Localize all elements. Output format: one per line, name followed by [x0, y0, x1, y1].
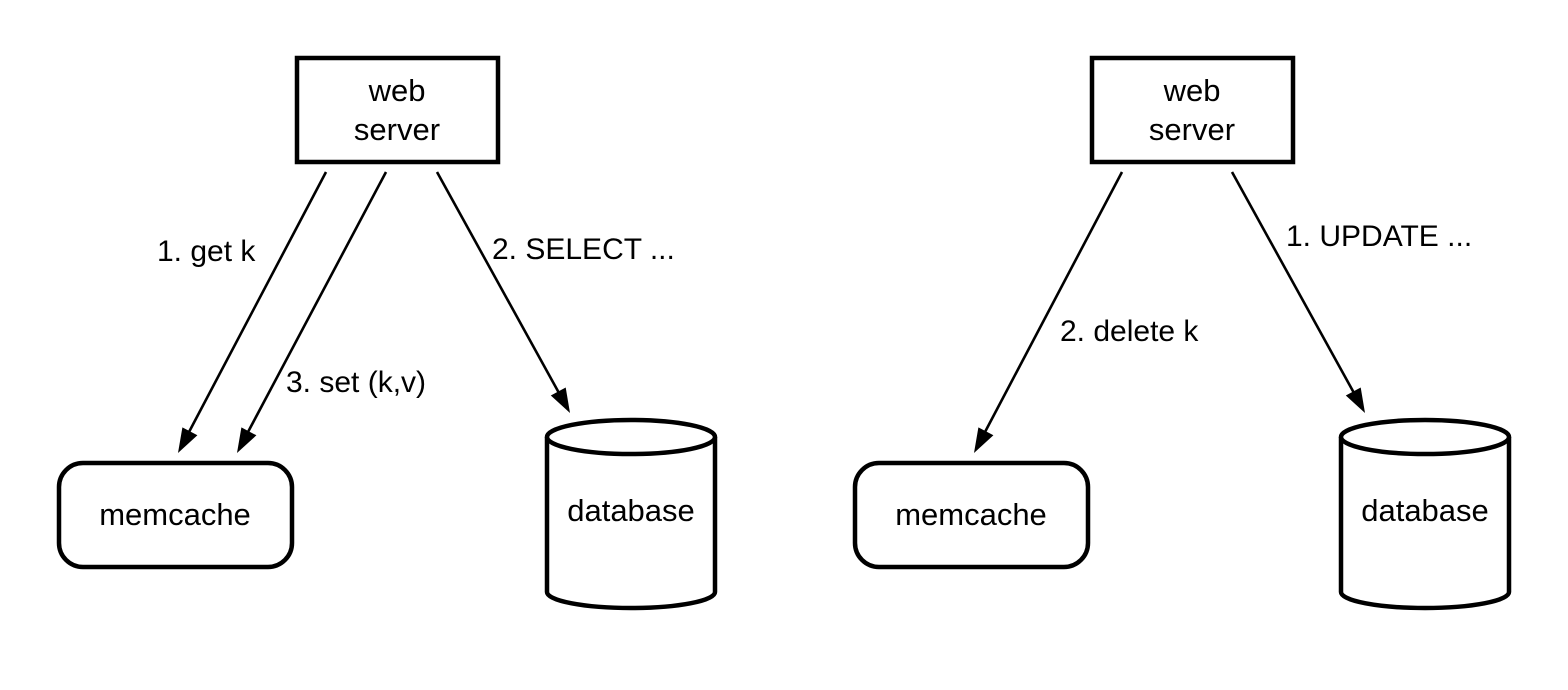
web-server-label-line1: web	[368, 73, 426, 108]
database-cylinder-body	[1338, 437, 1512, 611]
read-path-diagram: web server memcache database 1. get k 3.…	[56, 55, 718, 611]
memcache-box	[56, 460, 295, 570]
web-server-box	[294, 55, 501, 165]
web-server-label-line2: server	[1149, 112, 1235, 147]
database-cylinder-top	[544, 417, 718, 457]
arrow-set-kv-head	[237, 427, 257, 453]
arrow-set-kv-line	[246, 171, 388, 433]
arrow-get-k-line	[187, 171, 328, 433]
arrow-select-head	[550, 387, 570, 413]
web-server-label-line1: web	[1163, 73, 1221, 108]
edge-delete-k: 2. delete k	[974, 171, 1199, 453]
arrow-update-line	[1230, 171, 1356, 394]
web-server-node: web server	[1089, 55, 1296, 165]
edge-update: 1. UPDATE ...	[1230, 171, 1472, 413]
arrow-select-line	[435, 171, 561, 394]
database-cylinder-body	[544, 437, 718, 611]
edge-label-delete-k: 2. delete k	[1060, 315, 1199, 348]
database-node: database	[544, 417, 718, 611]
database-label: database	[1361, 493, 1489, 528]
web-server-node: web server	[294, 55, 501, 165]
database-node: database	[1338, 417, 1512, 611]
arrow-update-head	[1345, 387, 1365, 413]
memcache-box	[852, 460, 1091, 570]
web-server-box	[1089, 55, 1296, 165]
memcache-label: memcache	[895, 497, 1047, 532]
database-cylinder-top	[1338, 417, 1512, 457]
web-server-label-line2: server	[354, 112, 440, 147]
memcache-node: memcache	[852, 460, 1091, 570]
write-path-diagram: web server memcache database 2. delete k…	[852, 55, 1512, 611]
memcache-label: memcache	[99, 497, 251, 532]
memcache-node: memcache	[56, 460, 295, 570]
edge-get-k: 1. get k	[157, 171, 328, 453]
arrow-get-k-head	[178, 427, 198, 453]
database-label: database	[567, 493, 695, 528]
edge-label-get-k: 1. get k	[157, 235, 256, 268]
arrow-delete-k-line	[983, 171, 1124, 433]
edge-label-set-kv: 3. set (k,v)	[286, 366, 426, 399]
edge-set-kv: 3. set (k,v)	[237, 171, 426, 453]
edge-select: 2. SELECT ...	[435, 171, 675, 413]
edge-label-select: 2. SELECT ...	[492, 233, 675, 266]
edge-label-update: 1. UPDATE ...	[1286, 220, 1472, 253]
arrow-delete-k-head	[974, 427, 994, 453]
